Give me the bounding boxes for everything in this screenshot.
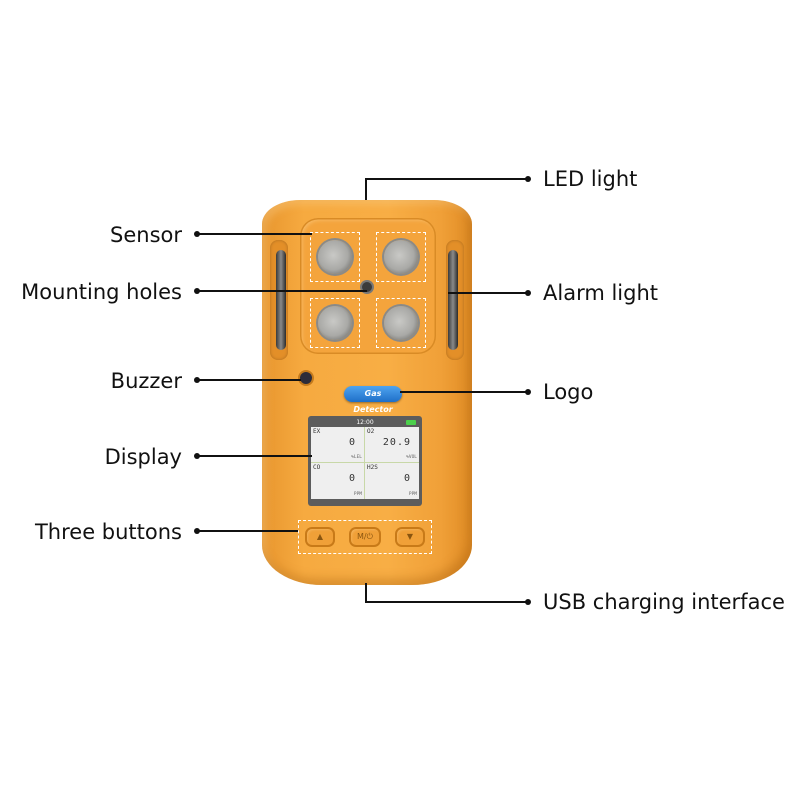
- screen-time: 12:00: [356, 419, 374, 426]
- callout-logo: Logo: [543, 380, 594, 404]
- reading-cell: O2 20.9 %VOL: [365, 427, 419, 463]
- callout-dot: [525, 290, 531, 296]
- sensor-icon: [318, 306, 352, 340]
- leader-line: [197, 290, 367, 292]
- gas-value: 0: [403, 473, 411, 484]
- sensor-2: [376, 232, 426, 282]
- leader-line: [365, 601, 527, 603]
- leader-line: [197, 233, 312, 235]
- gas-name: H2S: [367, 464, 378, 471]
- gas-value: 20.9: [382, 437, 411, 448]
- leader-line: [365, 178, 527, 180]
- callout-display: Display: [104, 445, 182, 469]
- callout-dot: [525, 176, 531, 182]
- down-button[interactable]: ▼: [395, 527, 425, 547]
- gas-name: O2: [367, 428, 375, 435]
- leader-line: [365, 178, 367, 200]
- gas-unit: %LEL: [351, 455, 362, 460]
- gas-detector-device: Gas Detector 12:00 EX 0 %LEL O2 20.9 %VO…: [262, 200, 472, 585]
- callout-dot: [525, 389, 531, 395]
- alarm-light-right: [448, 250, 458, 350]
- gas-name: EX: [313, 428, 321, 435]
- sensor-plate: [300, 218, 436, 354]
- gas-unit: PPM: [353, 492, 362, 497]
- battery-icon: [406, 420, 416, 425]
- leader-line: [448, 292, 527, 294]
- leader-line: [400, 391, 527, 393]
- buttons-group: ▲ M/⏻ ▼: [298, 520, 432, 554]
- readings-grid: EX 0 %LEL O2 20.9 %VOL CO 0 PPM H2S 0 PP…: [311, 427, 419, 499]
- callout-alarm-light: Alarm light: [543, 281, 659, 305]
- sensor-icon: [384, 240, 418, 274]
- sensor-1: [310, 232, 360, 282]
- up-button[interactable]: ▲: [305, 527, 335, 547]
- mode-power-button[interactable]: M/⏻: [349, 527, 381, 547]
- callout-three-buttons: Three buttons: [34, 520, 182, 544]
- reading-cell: H2S 0 PPM: [365, 463, 419, 499]
- reading-cell: EX 0 %LEL: [311, 427, 365, 463]
- callout-dot: [525, 599, 531, 605]
- sensor-icon: [384, 306, 418, 340]
- callout-buzzer: Buzzer: [110, 369, 182, 393]
- leader-line: [197, 379, 301, 381]
- callout-sensor: Sensor: [110, 223, 182, 247]
- display-screen: 12:00 EX 0 %LEL O2 20.9 %VOL CO 0 PPM H2…: [308, 416, 422, 506]
- gas-value: 0: [348, 473, 356, 484]
- sensor-4: [376, 298, 426, 348]
- gas-unit: %VOL: [406, 455, 417, 460]
- screen-status-bar: 12:00: [311, 419, 419, 427]
- leader-line: [197, 455, 312, 457]
- gas-value: 0: [348, 437, 356, 448]
- reading-cell: CO 0 PPM: [311, 463, 365, 499]
- gas-name: CO: [313, 464, 321, 471]
- callout-usb-charging: USB charging interface: [543, 590, 785, 614]
- leader-line: [197, 530, 298, 532]
- logo-badge: Gas Detector: [344, 386, 402, 414]
- alarm-light-left: [276, 250, 286, 350]
- callout-led-light: LED light: [543, 167, 638, 191]
- mounting-hole: [362, 282, 372, 292]
- gas-unit: PPM: [408, 492, 417, 497]
- buzzer-icon: [300, 372, 312, 384]
- sensor-3: [310, 298, 360, 348]
- sensor-icon: [318, 240, 352, 274]
- leader-line: [365, 583, 367, 602]
- callout-mounting-holes: Mounting holes: [21, 280, 182, 304]
